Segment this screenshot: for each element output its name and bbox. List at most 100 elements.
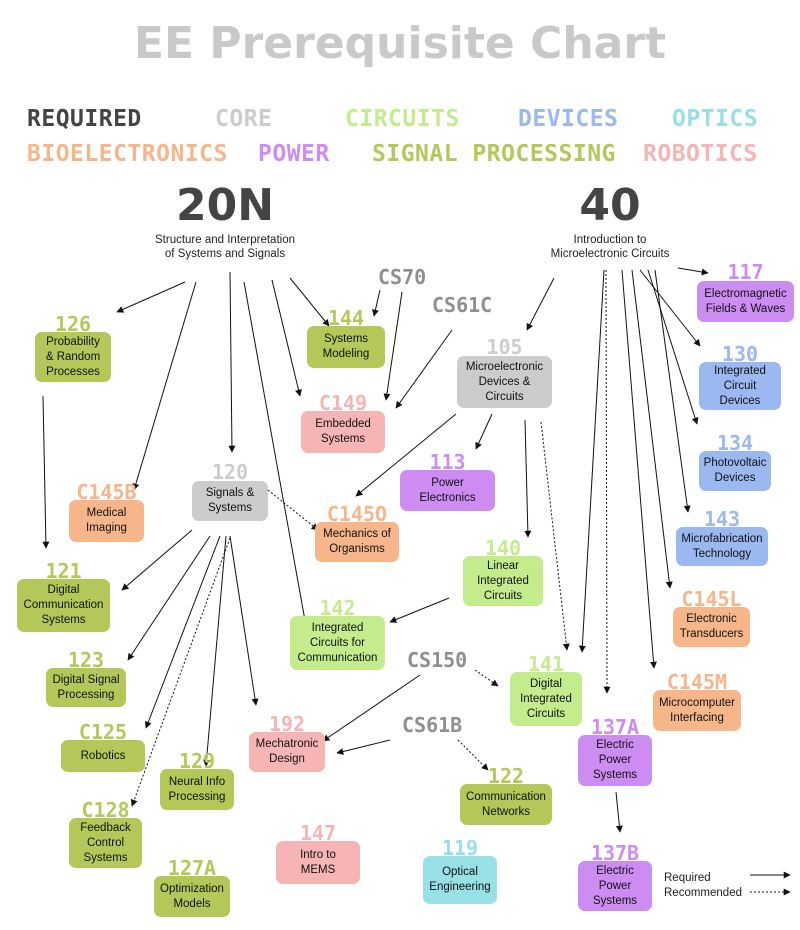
course-c128-label: Feedback Control Systems xyxy=(80,821,131,864)
course-130-code: 130 xyxy=(721,342,759,366)
course-144-code: 144 xyxy=(327,306,365,330)
required-arrow xyxy=(372,289,381,317)
course-120[interactable]: 120 Signals & Systems xyxy=(192,462,268,521)
course-c149[interactable]: C149 Embedded Systems xyxy=(301,393,385,453)
course-134[interactable]: 134 Photovoltaic Devices xyxy=(699,433,771,491)
required-arrow xyxy=(132,281,197,491)
course-119[interactable]: 119 Optical Engineering xyxy=(423,838,497,904)
root-40-desc: Introduction to Microelectronic Circuits xyxy=(550,234,670,260)
course-134-code: 134 xyxy=(716,431,754,455)
course-137a-label: Electric Power Systems xyxy=(592,739,638,781)
course-117-label: Electromagnetic Fields & Waves xyxy=(704,287,787,315)
course-c145o-label: Mechanics of Organisms xyxy=(323,528,391,555)
course-c145l-label: Electronic Transducers xyxy=(679,613,744,640)
course-c145m[interactable]: C145M Microcomputer Interfacing xyxy=(653,672,741,731)
recommended-arrow xyxy=(130,537,231,807)
course-122-code: 122 xyxy=(487,764,525,788)
required-arrow xyxy=(42,395,50,549)
recommended-arrow xyxy=(603,269,611,694)
course-123-label: Digital Signal Processing xyxy=(52,673,120,701)
course-c145m-code: C145M xyxy=(666,670,728,694)
cs150-code: CS150 xyxy=(407,648,468,672)
course-137b-code: 137B xyxy=(590,841,640,865)
course-c145l[interactable]: C145L Electronic Transducers xyxy=(673,589,750,647)
course-129[interactable]: 129 Neural Info Processing xyxy=(160,751,234,810)
course-105[interactable]: 105 Microelectronic Devices & Circuits xyxy=(457,337,552,408)
recommended-arrow xyxy=(540,421,570,651)
course-142[interactable]: 142 Integrated Circuits for Communicatio… xyxy=(290,598,385,670)
root-40-code: 40 xyxy=(579,180,641,231)
required-arrow xyxy=(475,413,493,450)
course-105-label: Microelectronic Devices & Circuits xyxy=(465,360,544,403)
legend-bioelectronics: BIOELECTRONICS xyxy=(27,141,228,167)
required-arrow xyxy=(639,269,701,347)
course-137b[interactable]: 137B Electric Power Systems xyxy=(578,843,652,911)
course-192[interactable]: 192 Mechatronic Design xyxy=(249,714,325,772)
course-127a[interactable]: 127A Optimization Models xyxy=(154,858,230,917)
course-143-label: Microfabrication Technology xyxy=(681,532,763,560)
course-c125-label: Robotics xyxy=(80,749,126,762)
course-113-code: 113 xyxy=(429,450,466,474)
required-arrow xyxy=(289,277,330,327)
course-121[interactable]: 121 Digital Communication Systems xyxy=(17,561,110,632)
required-arrow xyxy=(389,597,450,623)
course-121-label: Digital Communication Systems xyxy=(23,584,104,626)
cs61b-code: CS61B xyxy=(402,713,463,737)
course-130-label: Integrated Circuit Devices xyxy=(714,364,766,407)
course-143[interactable]: 143 Microfabrication Technology xyxy=(676,509,768,566)
required-arrow xyxy=(127,535,211,661)
course-c125-code: C125 xyxy=(78,720,128,744)
legend-optics: OPTICS xyxy=(672,106,759,132)
course-141[interactable]: 141 Digital Integrated Circuits xyxy=(510,654,582,726)
course-141-code: 141 xyxy=(527,652,565,676)
course-140-code: 140 xyxy=(484,536,522,560)
course-147-code: 147 xyxy=(299,821,337,845)
course-c145b-code: C145B xyxy=(76,480,137,504)
required-arrow xyxy=(322,674,421,742)
course-c145b[interactable]: C145B Medical Imaging xyxy=(69,482,144,542)
course-113[interactable]: 113 Power Electronics xyxy=(400,452,495,511)
course-134-label: Photovoltaic Devices xyxy=(703,457,767,484)
course-c125[interactable]: C125 Robotics xyxy=(61,722,145,772)
course-c145m-label: Microcomputer Interfacing xyxy=(658,696,736,724)
root-20n-desc: Structure and Interpretation of Systems … xyxy=(155,234,295,260)
required-arrow xyxy=(615,791,623,833)
course-140[interactable]: 140 Linear Integrated Circuits xyxy=(463,538,543,606)
course-144[interactable]: 144 Systems Modeling xyxy=(307,308,385,368)
course-137b-label: Electric Power Systems xyxy=(592,864,638,907)
required-arrow xyxy=(383,291,403,401)
course-192-label: Mechatronic Design xyxy=(255,738,319,765)
required-arrow xyxy=(144,535,221,729)
course-137a[interactable]: 137A Electric Power Systems xyxy=(578,717,652,786)
course-141-label: Digital Integrated Circuits xyxy=(520,677,572,720)
course-121-code: 121 xyxy=(45,559,82,583)
cs61c-code: CS61C xyxy=(432,293,493,317)
course-117[interactable]: 117 Electromagnetic Fields & Waves xyxy=(697,262,794,322)
required-arrow xyxy=(524,419,532,538)
course-192-code: 192 xyxy=(268,712,306,736)
course-122-label: Communication Networks xyxy=(466,790,546,818)
recommended-arrow xyxy=(457,739,489,771)
course-c145b-label: Medical Imaging xyxy=(86,507,127,534)
course-126[interactable]: 126 Probability & Random Processes xyxy=(35,314,111,382)
legend-signal-processing: SIGNAL PROCESSING xyxy=(372,141,616,167)
course-c128-code: C128 xyxy=(81,798,130,822)
course-123[interactable]: 123 Digital Signal Processing xyxy=(46,650,126,707)
legend-robotics: ROBOTICS xyxy=(643,141,758,167)
course-120-label: Signals & Systems xyxy=(205,487,255,514)
course-c145o[interactable]: C145O Mechanics of Organisms xyxy=(315,504,399,562)
course-119-code: 119 xyxy=(441,836,479,860)
key-required-label: Required xyxy=(664,872,711,884)
course-143-code: 143 xyxy=(703,507,741,531)
course-126-code: 126 xyxy=(54,312,92,336)
course-130[interactable]: 130 Integrated Circuit Devices xyxy=(699,344,781,410)
required-arrow xyxy=(336,739,391,755)
course-120-code: 120 xyxy=(211,460,249,484)
course-147[interactable]: 147 Intro to MEMS xyxy=(276,823,360,884)
course-c128[interactable]: C128 Feedback Control Systems xyxy=(69,800,142,868)
required-arrow xyxy=(631,269,673,589)
course-122[interactable]: 122 Communication Networks xyxy=(460,766,552,825)
course-c145l-code: C145L xyxy=(681,587,742,611)
course-105-code: 105 xyxy=(486,335,523,359)
